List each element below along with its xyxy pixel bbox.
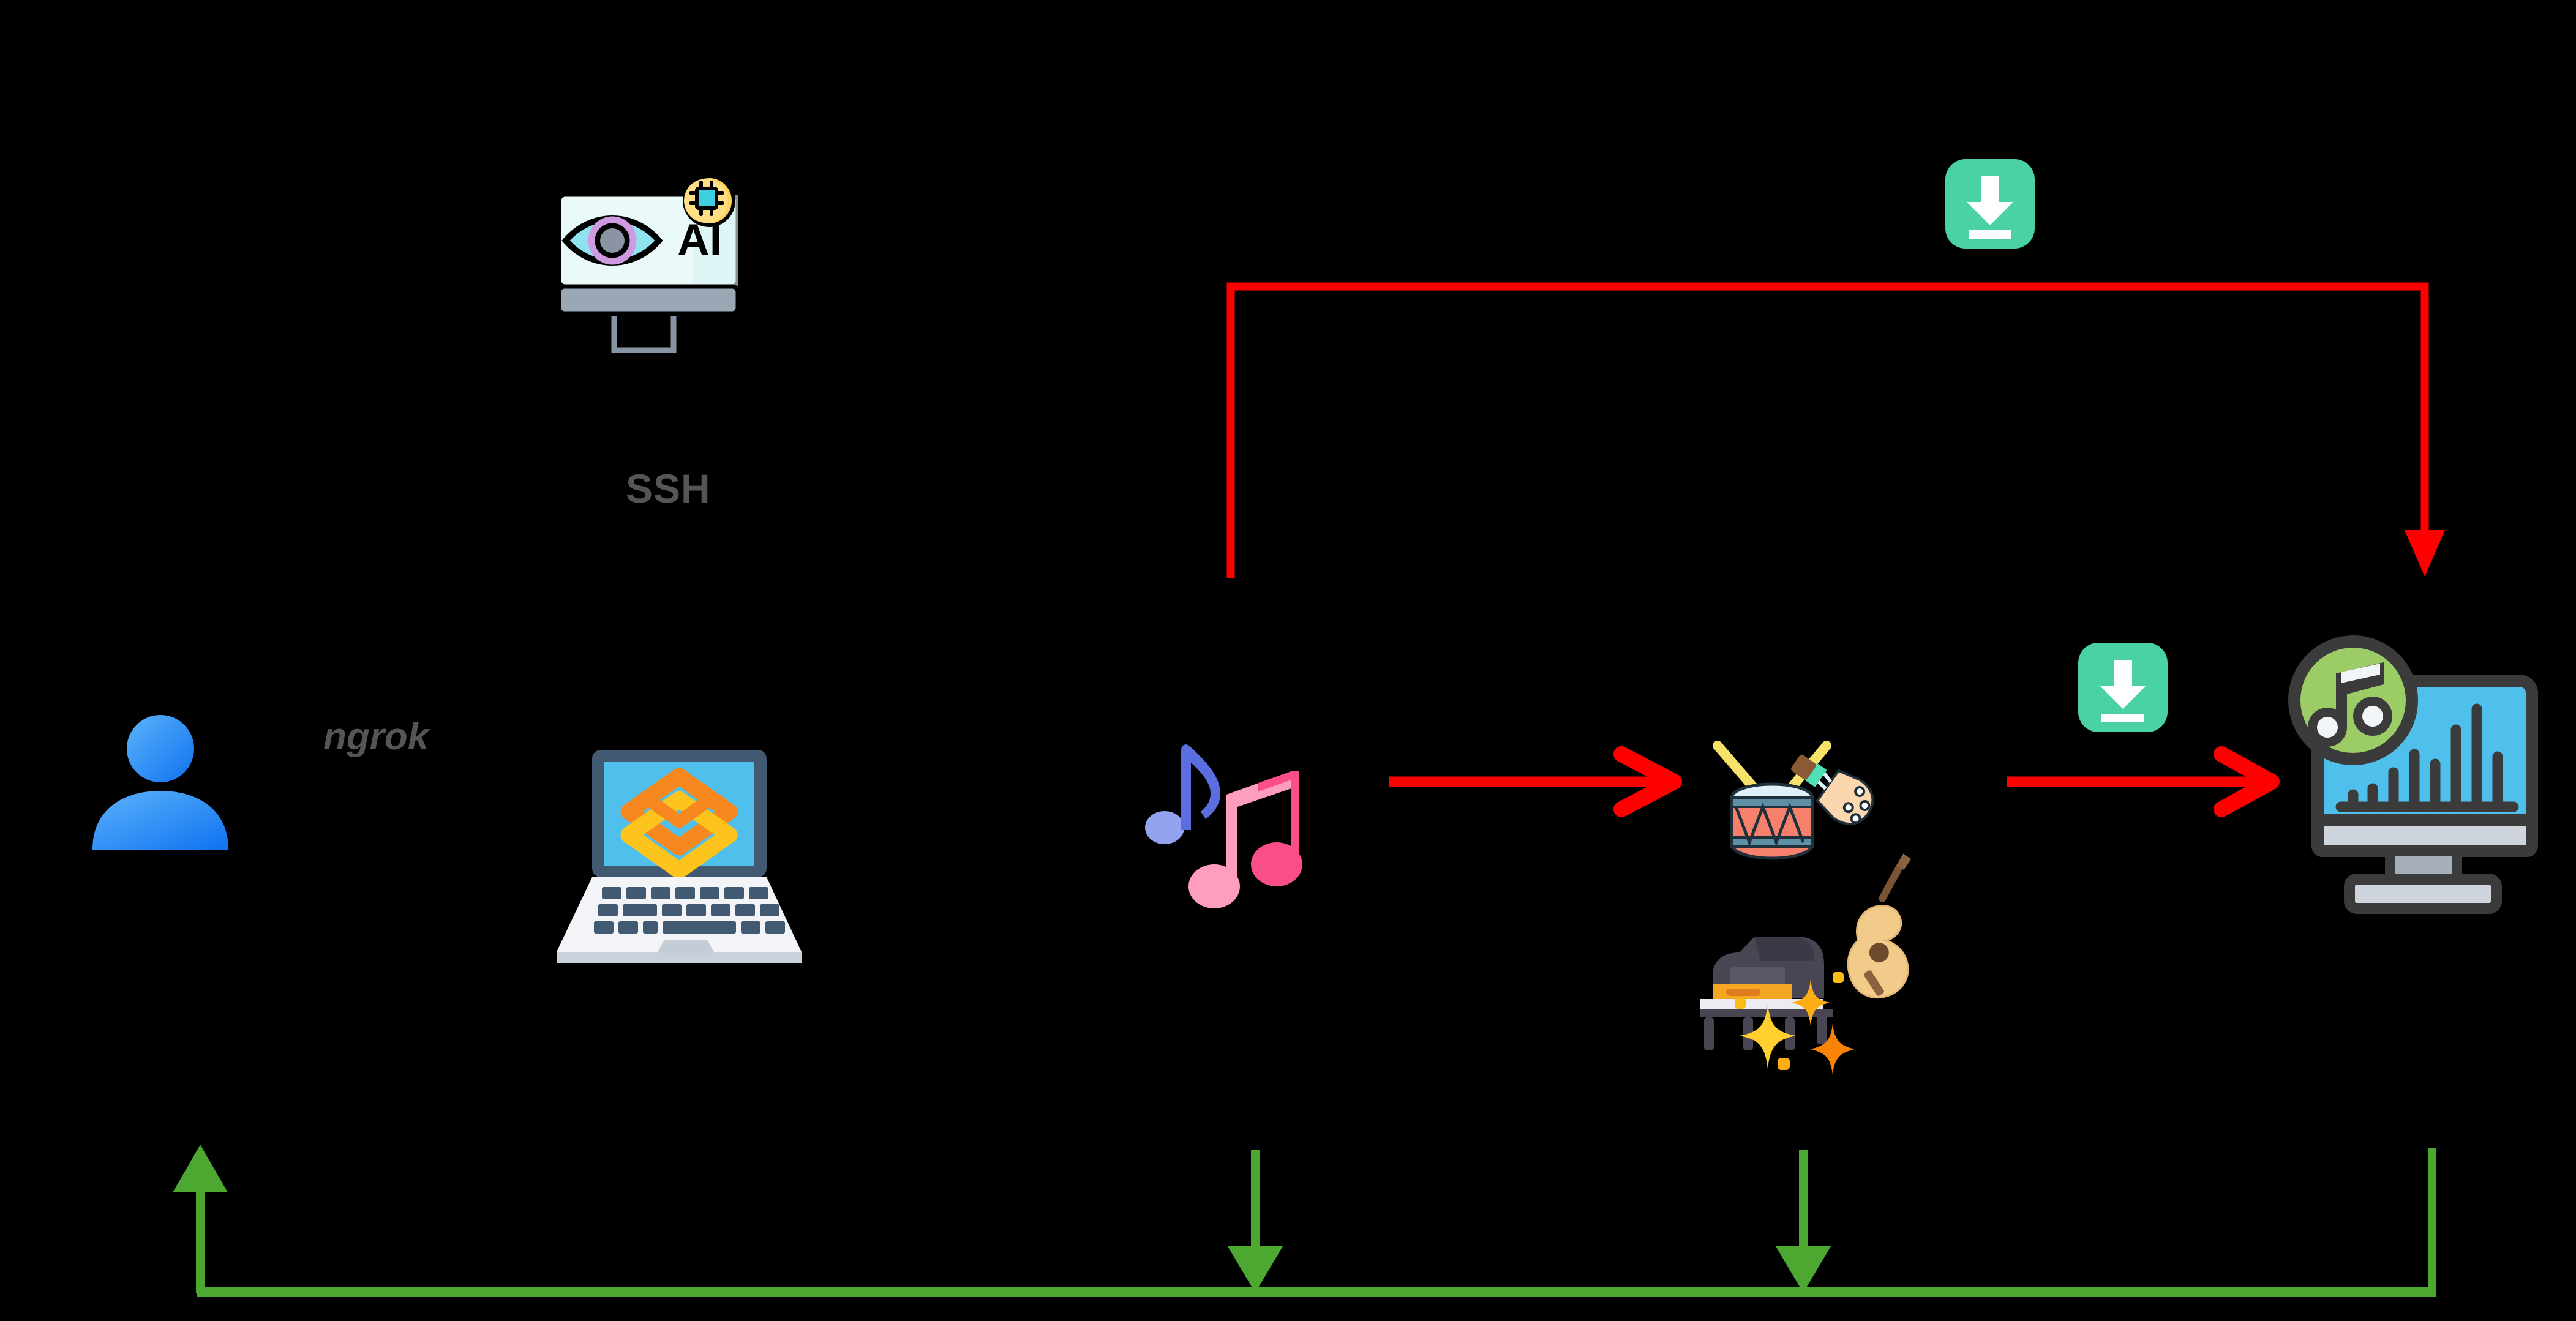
red-arrow-notes-to-instruments	[1389, 746, 1682, 817]
user-avatar-icon[interactable]	[83, 710, 239, 854]
guitar-headstock-icon	[1791, 754, 1874, 826]
download-arrow-icon	[1967, 176, 2013, 239]
ssh-label: SSH	[626, 466, 711, 511]
red-feedback-path	[1226, 282, 2445, 578]
green-return-bus	[173, 1145, 2436, 1297]
download-badge-middle[interactable]	[2077, 642, 2169, 733]
sparkles-icon	[1735, 972, 1855, 1075]
download-badge-top[interactable]	[1944, 158, 2036, 250]
laptop-ngrok-icon[interactable]	[548, 738, 808, 970]
drum-icon	[1713, 741, 1831, 860]
music-notes-icon[interactable]	[1130, 735, 1307, 912]
ngrok-label: ngrok	[323, 716, 429, 758]
audio-output-monitor-icon[interactable]	[2275, 635, 2550, 930]
acoustic-guitar-icon	[1847, 853, 1912, 999]
red-arrow-instruments-to-monitor	[2007, 746, 2280, 817]
download-arrow-icon	[2100, 660, 2146, 722]
piano-icon	[1700, 937, 1833, 1050]
ai-vision-monitor-icon[interactable]: AI	[557, 174, 768, 361]
instruments-cluster[interactable]	[1687, 728, 1944, 1083]
